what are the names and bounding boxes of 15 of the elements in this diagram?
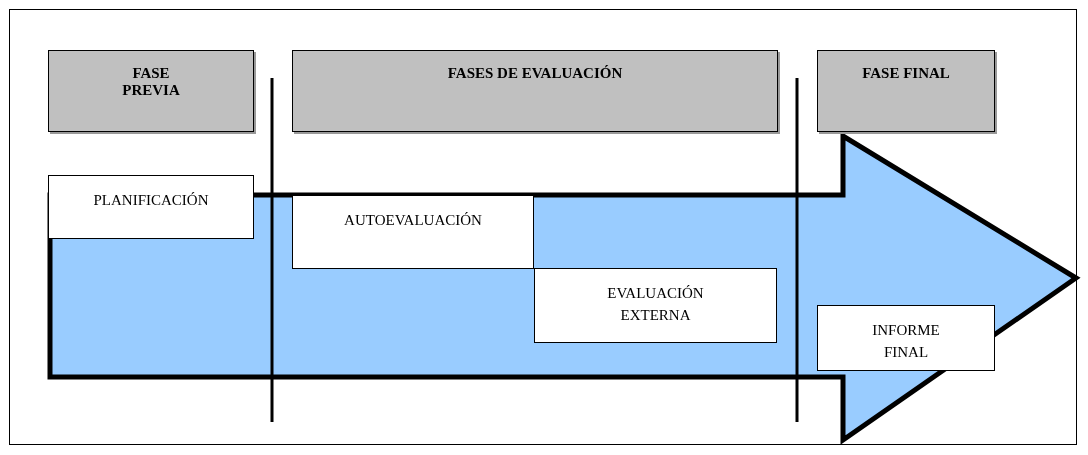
step-box [534,268,777,343]
step-label: EVALUACIÓN EXTERNA [606,284,705,325]
step-box [292,195,534,269]
header-text: FASES DE EVALUACIÓN [447,65,623,82]
header-text: FASE PREVIA [121,65,181,99]
step-label: INFORME FINAL [871,321,941,362]
step-box [48,175,254,239]
step-box [817,305,995,371]
step-label: AUTOEVALUACIÓN [344,211,482,230]
step-label: PLANIFICACIÓN [93,191,209,210]
phase-header [48,50,254,132]
header-text: FASE FINAL [862,65,950,82]
big-arrow [48,133,1079,443]
phase-header [292,50,778,132]
phase-header [817,50,995,132]
